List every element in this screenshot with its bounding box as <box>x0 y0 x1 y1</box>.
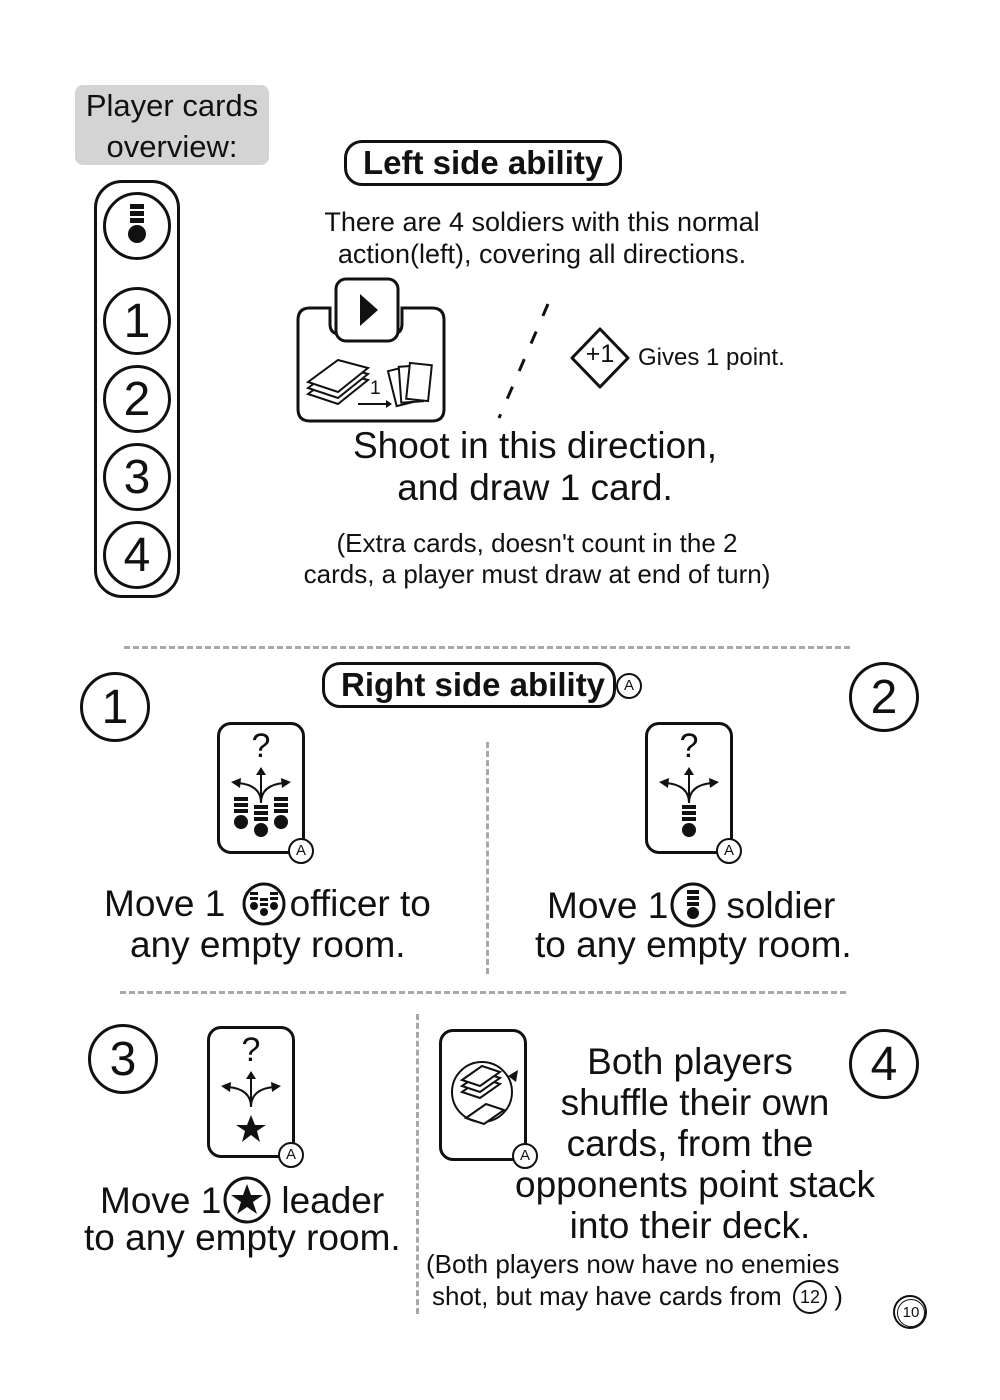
ability-4-line5: into their deck. <box>569 1205 811 1246</box>
card-question-mark: ? <box>251 727 271 765</box>
slot-3: 3 <box>103 443 171 511</box>
card-a-badge: A <box>512 1143 538 1169</box>
page-number-inner: 10 <box>897 1299 925 1327</box>
page-number: 10 <box>893 1295 927 1329</box>
ability-4-note-text: shot, but may have cards from <box>432 1281 782 1311</box>
left-intro-line2: action(left), covering all directions. <box>337 239 747 269</box>
left-action-card-illustration <box>296 277 446 423</box>
ability-2-number: 2 <box>849 662 919 732</box>
section-divider-top <box>124 646 850 649</box>
ability-2-after: soldier <box>726 885 836 926</box>
slot-2: 2 <box>103 365 171 433</box>
card-question-mark: ? <box>241 1031 261 1069</box>
slot-4: 4 <box>103 521 171 589</box>
extra-cards-note-line2: cards, a player must draw at end of turn… <box>303 559 771 589</box>
soldier-slot-icon <box>103 192 171 260</box>
officer-group-icon <box>231 767 291 837</box>
ability-2-line1: Move 1 soldier <box>547 882 835 928</box>
soldier-arrows-icon <box>659 767 719 837</box>
plus-one-icon <box>570 327 630 389</box>
ability-3-after: leader <box>281 1180 385 1221</box>
divider-slash <box>497 303 550 419</box>
officer-inline-icon <box>242 882 286 926</box>
ability-4-number: 4 <box>849 1029 919 1099</box>
ability-2-move: Move 1 <box>547 885 669 926</box>
ability-1-line2: any empty room. <box>130 924 406 965</box>
ability-4-line1: Both players <box>587 1041 793 1082</box>
ability-1-after: officer to <box>289 883 431 924</box>
soldier-inline-icon <box>670 882 716 928</box>
shuffle-icon <box>451 1061 518 1126</box>
left-intro: There are 4 soldiers with this normal ac… <box>292 206 792 270</box>
overview-badge-line2: overview: <box>106 129 238 164</box>
card-question-mark: ? <box>679 727 699 765</box>
ability-4-line4: opponents point stack <box>515 1164 875 1205</box>
ability-4-note-line1: (Both players now have no enemies <box>426 1249 840 1279</box>
ability-1-line1: Move 1 officer to <box>104 882 431 926</box>
shoot-text: Shoot in this direction, and draw 1 card… <box>290 425 780 509</box>
extra-cards-note-line1: (Extra cards, doesn't count in the 2 <box>336 528 738 558</box>
player-card-overview <box>94 180 180 598</box>
overview-badge: Player cards overview: <box>75 85 269 165</box>
ability-4-line3: cards, from the <box>566 1123 814 1164</box>
plus-one-label: +1 <box>585 340 615 368</box>
officer-move-card: ? A <box>217 722 314 864</box>
ability-4-line2: shuffle their own <box>560 1082 830 1123</box>
left-ability-title: Left side ability <box>344 140 623 186</box>
ability-2-line2: to any empty room. <box>535 924 852 965</box>
overview-badge-line1: Player cards <box>85 88 259 123</box>
ability-3-line1: Move 1 leader <box>100 1176 384 1224</box>
ability-4-note-close: ) <box>834 1281 843 1311</box>
shoot-line1: Shoot in this direction, <box>352 425 718 466</box>
card-a-badge: A <box>716 838 742 864</box>
ability-1-move: Move 1 <box>104 883 226 924</box>
left-intro-line1: There are 4 soldiers with this normal <box>324 207 760 237</box>
gives-point-text: Gives 1 point. <box>638 344 785 371</box>
right-ability-title: Right side ability <box>322 662 617 708</box>
right-ability-a-badge: A <box>616 673 642 699</box>
card-a-badge: A <box>278 1142 304 1168</box>
ability-3-number: 3 <box>88 1024 158 1094</box>
ability-4-text: Both players shuffle their own cards, fr… <box>490 1041 900 1246</box>
extra-cards-note: (Extra cards, doesn't count in the 2 car… <box>262 528 812 590</box>
card-a-badge: A <box>288 838 314 864</box>
vertical-divider-upper <box>486 742 489 974</box>
shuffle-card: A <box>439 1029 538 1169</box>
ability-3-move: Move 1 <box>100 1180 222 1221</box>
leader-move-card: ? A <box>207 1026 304 1168</box>
soldier-move-card: ? A <box>645 722 742 864</box>
slot-1: 1 <box>103 287 171 355</box>
shoot-line2: and draw 1 card. <box>397 467 673 508</box>
ability-1-number: 1 <box>80 672 150 742</box>
leader-inline-icon <box>223 1176 271 1224</box>
reference-page-badge: 12 <box>792 1280 827 1314</box>
ability-4-note-line2: shot, but may have cards from 12 ) <box>432 1280 843 1314</box>
vertical-divider-lower <box>416 1014 419 1314</box>
section-divider-bottom <box>120 991 846 994</box>
leader-arrows-icon <box>221 1071 281 1142</box>
ability-3-line2: to any empty room. <box>84 1217 401 1258</box>
draw-count-label: 1 <box>370 378 381 399</box>
